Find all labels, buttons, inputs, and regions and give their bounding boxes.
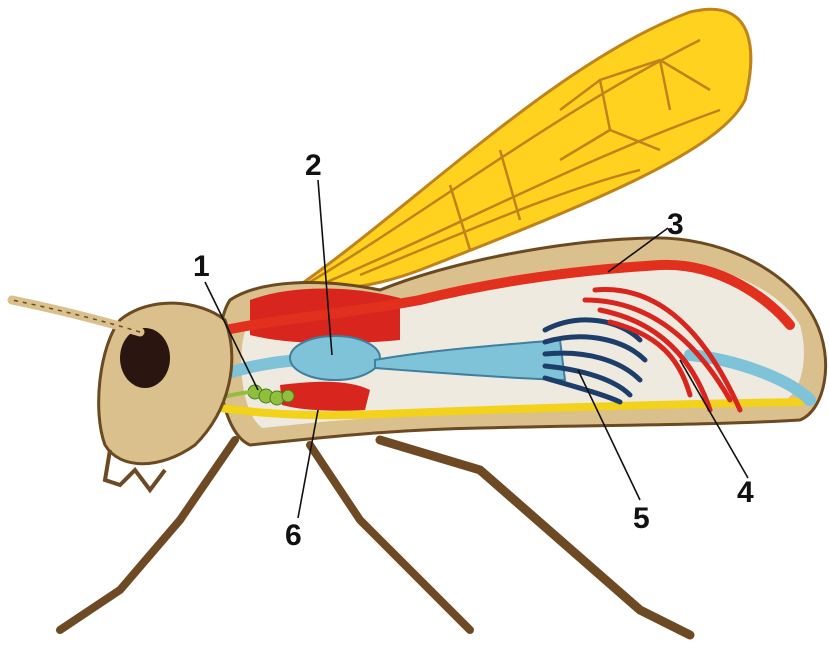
label-3: 3 — [667, 208, 684, 241]
head — [99, 303, 232, 490]
hind-leg — [380, 440, 690, 635]
compound-eye — [120, 328, 170, 388]
antenna — [12, 300, 140, 332]
middle-leg — [310, 445, 470, 630]
label-6: 6 — [285, 519, 302, 552]
label-4: 4 — [737, 476, 754, 509]
legs — [60, 440, 690, 635]
crop — [290, 336, 380, 380]
label-2: 2 — [305, 149, 322, 182]
label-5: 5 — [633, 502, 650, 535]
front-leg — [60, 440, 235, 630]
label-1: 1 — [193, 250, 210, 283]
